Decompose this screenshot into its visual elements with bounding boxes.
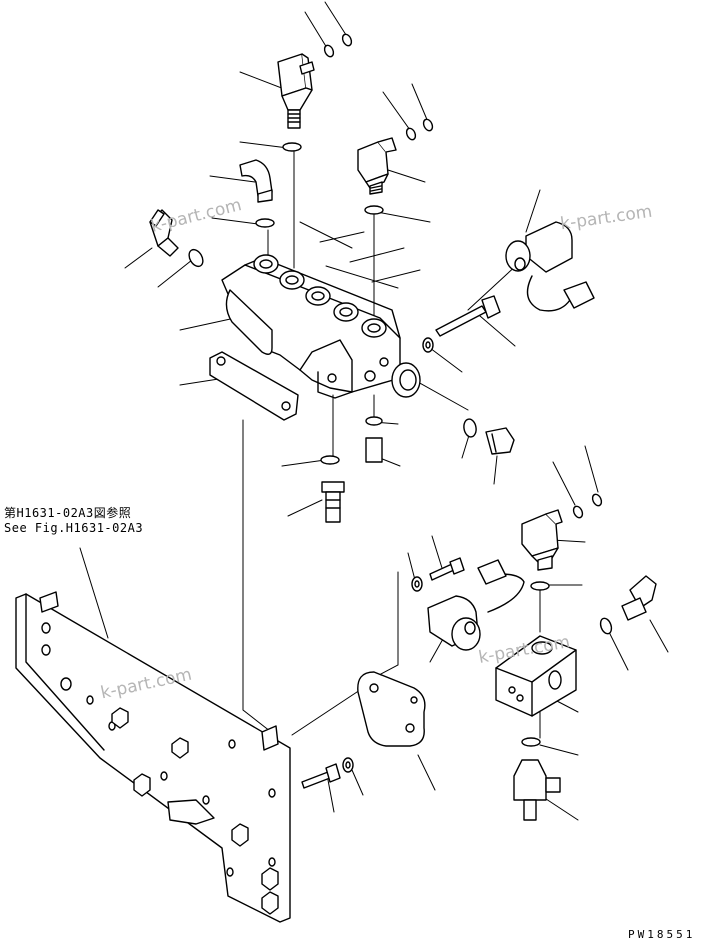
main-valve-body: [221, 254, 421, 399]
mounting-gasket: [357, 671, 426, 747]
solenoid-upper: [505, 221, 595, 312]
mounting-bracket: [15, 591, 291, 923]
drawing-code: PW18551: [628, 928, 696, 941]
leader-lines: [79, 1, 669, 821]
elbow-fitting-right: [621, 575, 657, 621]
elbow-fitting-top: [239, 159, 273, 203]
elbow-fitting-left: [149, 209, 179, 257]
hex-nuts: [111, 707, 279, 915]
reference-note-en: See Fig.H1631-02A3: [4, 521, 144, 535]
solenoid-lower: [427, 559, 525, 651]
lower-fitting: [513, 759, 561, 821]
pressure-switch-top: [277, 53, 315, 129]
straight-fittings: [321, 437, 383, 523]
pressure-switch-middle: [357, 137, 397, 195]
valve-block: [495, 635, 577, 717]
reference-note-jp: 第H1631-02A3図参照: [4, 506, 132, 520]
o-rings: [188, 33, 613, 773]
plug-fitting: [485, 427, 515, 455]
long-bolt: [435, 295, 501, 337]
small-bolts: [301, 557, 465, 789]
gasket-plate: [209, 351, 299, 421]
pressure-switch-lower: [521, 509, 563, 571]
